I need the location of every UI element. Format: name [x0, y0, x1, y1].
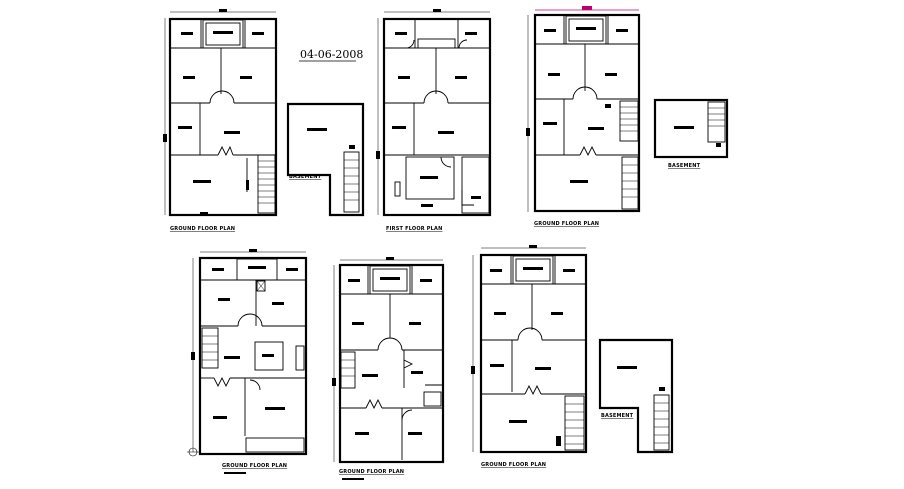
floor-plan-3: GROUND FLOOR PLAN — [526, 6, 641, 227]
plan-4-caption: GROUND FLOOR PLAN — [222, 463, 287, 469]
basement-1-caption: BASEMENT — [289, 174, 322, 180]
floor-plan-5: GROUND FLOOR PLAN — [332, 257, 445, 480]
basement-3-caption: BASEMENT — [601, 413, 634, 419]
basement-plan-2: BASEMENT — [653, 98, 729, 169]
plan-3-caption: GROUND FLOOR PLAN — [534, 221, 599, 227]
plan-2-caption: FIRST FLOOR PLAN — [386, 226, 443, 232]
plan-6-caption: GROUND FLOOR PLAN — [481, 462, 546, 468]
basement-plan-3: BASEMENT — [598, 338, 674, 454]
plan-1-caption: GROUND FLOOR PLAN — [170, 226, 235, 232]
basement-2-caption: BASEMENT — [668, 163, 701, 169]
floor-plan-6: GROUND FLOOR PLAN — [471, 245, 588, 468]
plan-5-caption: GROUND FLOOR PLAN — [339, 469, 404, 475]
drawing-date: 04-06-2008 — [300, 48, 363, 61]
floor-plan-2: FIRST FLOOR PLAN — [376, 9, 492, 232]
basement-plan-1: BASEMENT — [286, 102, 365, 217]
floor-plan-4: GROUND FLOOR PLAN — [187, 249, 308, 474]
floor-plan-1: GROUND FLOOR PLAN — [163, 9, 278, 232]
